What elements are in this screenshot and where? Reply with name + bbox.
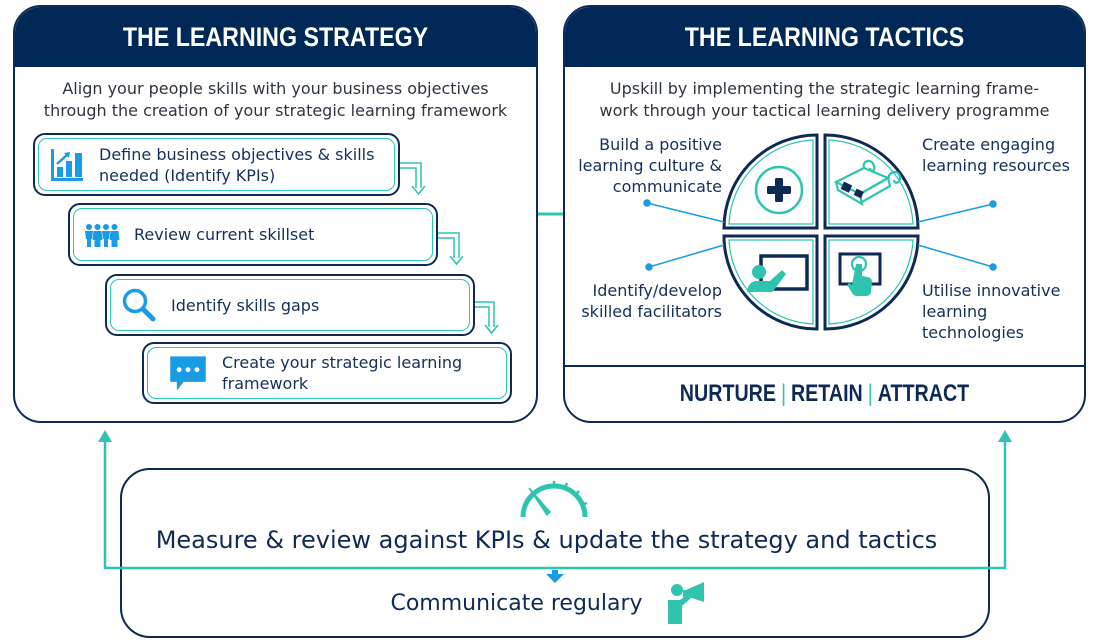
magnifier-icon <box>122 288 156 322</box>
tactics-subtitle-line1: Upskill by implementing the strategic le… <box>609 79 1040 98</box>
step-label: Define business objectives & skills need… <box>99 144 375 185</box>
tactic-label-technologies: Utilise innovative learning technologies <box>922 281 1061 342</box>
strategy-subtitle: Align your people skills with your busin… <box>15 78 536 122</box>
people-group-icon <box>85 223 120 247</box>
step-define-objectives: Define business objectives & skills need… <box>33 133 400 196</box>
tactics-subtitle-line2: work through your tactical learning deli… <box>599 101 1050 120</box>
measure-review-text: Measure & review against KPIs & update t… <box>155 526 938 554</box>
footer-separator: | <box>867 380 873 407</box>
communicate-text: Communicate regulary <box>390 591 643 616</box>
strategy-subtitle-line1: Align your people skills with your busin… <box>62 79 489 98</box>
bar-chart-growth-icon <box>51 148 83 181</box>
footer-retain: RETAIN <box>790 380 863 407</box>
step-label: Review current skillset <box>134 225 315 244</box>
strategy-panel: THE LEARNING STRATEGY Align your people … <box>13 5 538 423</box>
footer-separator: | <box>780 380 787 407</box>
step-review-skillset: Review current skillset <box>68 203 438 266</box>
tactics-footer-divider <box>565 365 1084 367</box>
strategy-subtitle-line2: through the creation of your strategic l… <box>43 101 508 120</box>
tactic-label-resources: Create engaging learning resources <box>922 135 1070 175</box>
footer-attract: ATTRACT <box>877 380 970 407</box>
strategy-header: THE LEARNING STRATEGY <box>15 7 536 67</box>
strategy-title: THE LEARNING STRATEGY <box>122 21 429 53</box>
tactic-label-culture: Build a positive learning culture & comm… <box>578 135 722 196</box>
footer-nurture: NURTURE <box>679 380 777 407</box>
tactic-label-facilitators: Identify/develop skilled facilitators <box>581 281 722 321</box>
nurture-retain-attract: NURTURE|RETAIN|ATTRACT <box>612 380 1038 408</box>
tactics-title: THE LEARNING TACTICS <box>684 21 965 53</box>
arrow-up-left-icon <box>98 430 112 442</box>
step-label: Create your strategic learning framework <box>222 353 463 393</box>
tactics-subtitle: Upskill by implementing the strategic le… <box>565 78 1084 122</box>
step-label: Identify skills gaps <box>171 295 320 315</box>
arrow-up-right-icon <box>998 430 1012 442</box>
chat-bubble-icon <box>170 356 206 391</box>
tactics-panel: THE LEARNING TACTICS Upskill by implemen… <box>563 5 1086 423</box>
step-create-framework: Create your strategic learning framework <box>142 342 512 404</box>
step-identify-gaps: Identify skills gaps <box>105 274 475 336</box>
tactics-header: THE LEARNING TACTICS <box>565 7 1084 67</box>
